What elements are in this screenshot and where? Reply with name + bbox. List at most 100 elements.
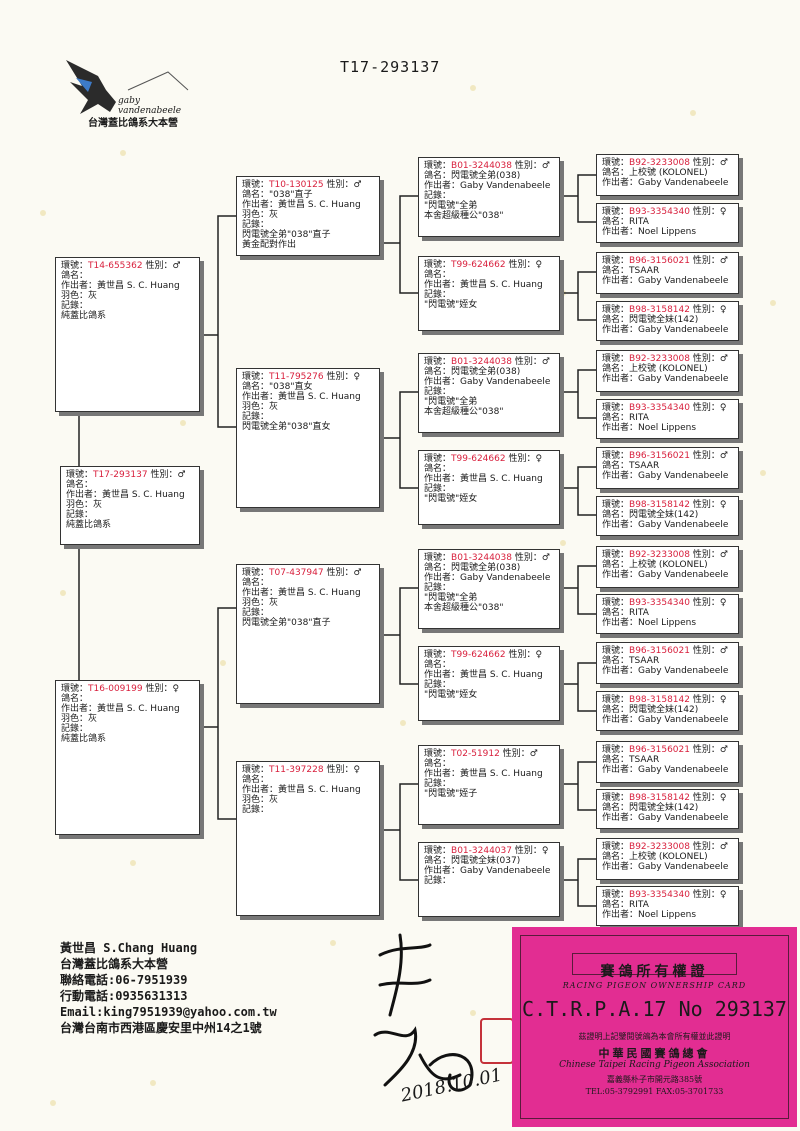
card-field: 羽色：灰 (66, 500, 103, 510)
card-note: 茲證明上記鑒閱號鴿為本會所有權並此證明 (578, 1032, 731, 1041)
card-field: 本舍超級種公"038" (424, 211, 504, 221)
breeder-contact: 黃世昌 S.Chang Huang 台灣蓋比鴿系大本營 聯絡電話:06-7951… (60, 940, 277, 1036)
pedigree-card-g4n: 環號：B98-3158142 性別：♀鴿名：閃電號全妹(142)作出者：Gaby… (596, 789, 739, 829)
card-field: 純蓋比鴿系 (61, 734, 107, 744)
card-field: 作出者：Gaby Vandenabeele (424, 573, 551, 583)
pedigree-card-g2b: 環號：T11-795276 性別：♀鴿名："038"直女作出者：黃世昌 S. C… (236, 368, 380, 508)
card-field: 作出者：Gaby Vandenabeele (424, 181, 551, 191)
card-address: 嘉義縣朴子市開元路385號 (606, 1075, 703, 1084)
card-field: 鴿名： (424, 464, 452, 474)
card-field: 作出者：黃世昌 S. C. Huang (61, 704, 180, 714)
sex-label: 性別：♂ (511, 357, 550, 367)
card-field: 作出者：Gaby Vandenabeele (602, 862, 729, 872)
ring-label: 環號： (602, 354, 630, 364)
card-field: 作出者：黃世昌 S. C. Huang (424, 280, 543, 290)
dove-icon (66, 60, 189, 114)
pedigree-card-g4a: 環號：B92-3233008 性別：♂鴿名：上校號 (KOLONEL)作出者：G… (596, 154, 739, 196)
ring-label: 環號： (424, 357, 452, 367)
card-field: 作出者：Gaby Vandenabeele (602, 374, 729, 384)
pedigree-card-g3b: 環號：T99-624662 性別：♀鴿名：作出者：黃世昌 S. C. Huang… (418, 256, 560, 331)
card-field: 鴿名：RITA (602, 217, 649, 227)
card-field: 鴿名：閃電號全妹(142) (602, 315, 699, 325)
card-field: 作出者：黃世昌 S. C. Huang (242, 200, 361, 210)
ring-number: B96-3156021 (629, 256, 690, 266)
card-field: 鴿名：上校號 (KOLONEL) (602, 852, 708, 862)
pedigree-card-g2d: 環號：T11-397228 性別：♀鴿名：作出者：黃世昌 S. C. Huang… (236, 761, 380, 916)
contact-line: 台灣台南市西港區慶安里中州14之1號 (60, 1021, 262, 1035)
card-field: 記錄： (424, 779, 452, 789)
card-field: "閃電號"全弟 (424, 397, 478, 407)
card-field: 羽色：灰 (61, 291, 98, 301)
card-field: 鴿名：RITA (602, 413, 649, 423)
sex-label: 性別：♀ (689, 598, 727, 608)
card-title-en: RACING PIGEON OWNERSHIP CARD (562, 981, 747, 990)
ring-number: T10-130125 (269, 180, 324, 190)
ring-number-line: 環號：B92-3233008 性別：♂ (602, 842, 733, 852)
card-field: 本舍超級種公"038" (424, 407, 504, 417)
sex-label: 性別：♂ (147, 470, 186, 480)
ring-number-line: 環號：T07-437947 性別：♂ (242, 568, 374, 578)
card-field: 作出者：Gaby Vandenabeele (602, 765, 729, 775)
brand-name: gaby vandenabeele (118, 96, 182, 116)
sex-label: 性別：♂ (499, 749, 538, 759)
card-field: 鴿名： (61, 271, 89, 281)
card-field: 記錄： (242, 805, 270, 815)
ring-label: 環號： (242, 568, 270, 578)
card-field: 作出者：Gaby Vandenabeele (602, 715, 729, 725)
card-field: 鴿名：上校號 (KOLONEL) (602, 168, 708, 178)
card-field: 鴿名： (61, 694, 89, 704)
card-field: 作出者：Gaby Vandenabeele (424, 866, 551, 876)
contact-line: 黃世昌 S.Chang Huang (60, 941, 198, 955)
ownership-card: 賽鴿所有權證 RACING PIGEON OWNERSHIP CARD C.T.… (512, 927, 797, 1127)
card-field: "閃電號"全弟 (424, 593, 478, 603)
card-field: 羽色：灰 (242, 210, 279, 220)
card-field: 羽色：灰 (242, 598, 279, 608)
card-field: 閃電號全弟"038"直子 (242, 230, 331, 240)
card-field: 本舍超級種公"038" (424, 603, 504, 613)
ring-number-line: 環號：B98-3158142 性別：♀ (602, 695, 733, 705)
card-field: 羽色：灰 (242, 795, 279, 805)
ring-number-line: 環號：T02-51912 性別：♂ (424, 749, 554, 759)
sex-label: 性別：♂ (142, 261, 181, 271)
ring-label: 環號： (602, 158, 630, 168)
card-field: 作出者：Noel Lippens (602, 227, 697, 237)
ring-number: B01-3244038 (451, 161, 512, 171)
card-field: 作出者：Noel Lippens (602, 910, 697, 920)
card-field: 記錄： (424, 191, 452, 201)
sex-label: 性別：♂ (689, 646, 728, 656)
pedigree-card-g4d: 環號：B98-3158142 性別：♀鴿名：閃電號全妹(142)作出者：Gaby… (596, 301, 739, 341)
card-field: 作出者：Noel Lippens (602, 423, 697, 433)
card-field: 鴿名：閃電號全妹(142) (602, 510, 699, 520)
card-field: 純蓋比鴿系 (66, 520, 112, 530)
sex-label: 性別：♂ (689, 842, 728, 852)
card-field: 作出者：Gaby Vandenabeele (602, 813, 729, 823)
ring-number: T99-624662 (451, 650, 506, 660)
ring-number: B93-3354340 (629, 890, 690, 900)
pedigree-card-g4e: 環號：B92-3233008 性別：♂鴿名：上校號 (KOLONEL)作出者：G… (596, 350, 739, 392)
card-field: "閃電號"姪女 (424, 300, 478, 310)
ring-number: B96-3156021 (629, 451, 690, 461)
sex-label: 性別：♂ (511, 553, 550, 563)
ring-number-line: 環號：T99-624662 性別：♀ (424, 454, 554, 464)
ring-number-line: 環號：B93-3354340 性別：♀ (602, 890, 733, 900)
ring-number: B93-3354340 (629, 598, 690, 608)
ring-number: T02-51912 (451, 749, 500, 759)
ring-number-line: 環號：B93-3354340 性別：♀ (602, 598, 733, 608)
card-contact: TEL:05-3792991 FAX:05-3701733 (585, 1087, 724, 1096)
sex-label: 性別：♀ (689, 793, 727, 803)
sex-label: 性別：♂ (323, 568, 362, 578)
card-field: 鴿名： (242, 578, 270, 588)
ring-number-line: 環號：B96-3156021 性別：♂ (602, 451, 733, 461)
card-field: 純蓋比鴿系 (61, 311, 107, 321)
ring-number-line: 環號：T17-293137 性別：♂ (66, 470, 194, 480)
ring-number-line: 環號：B01-3244038 性別：♂ (424, 161, 554, 171)
sex-label: 性別：♀ (689, 695, 727, 705)
card-field: 鴿名：上校號 (KOLONEL) (602, 560, 708, 570)
card-org-en: Chinese Taipei Racing Pigeon Association (559, 1060, 750, 1070)
card-field: 作出者：Gaby Vandenabeele (602, 520, 729, 530)
sex-label: 性別：♂ (689, 158, 728, 168)
ring-number: T11-397228 (269, 765, 324, 775)
ring-label: 環號： (602, 793, 630, 803)
card-field: 記錄： (424, 484, 452, 494)
